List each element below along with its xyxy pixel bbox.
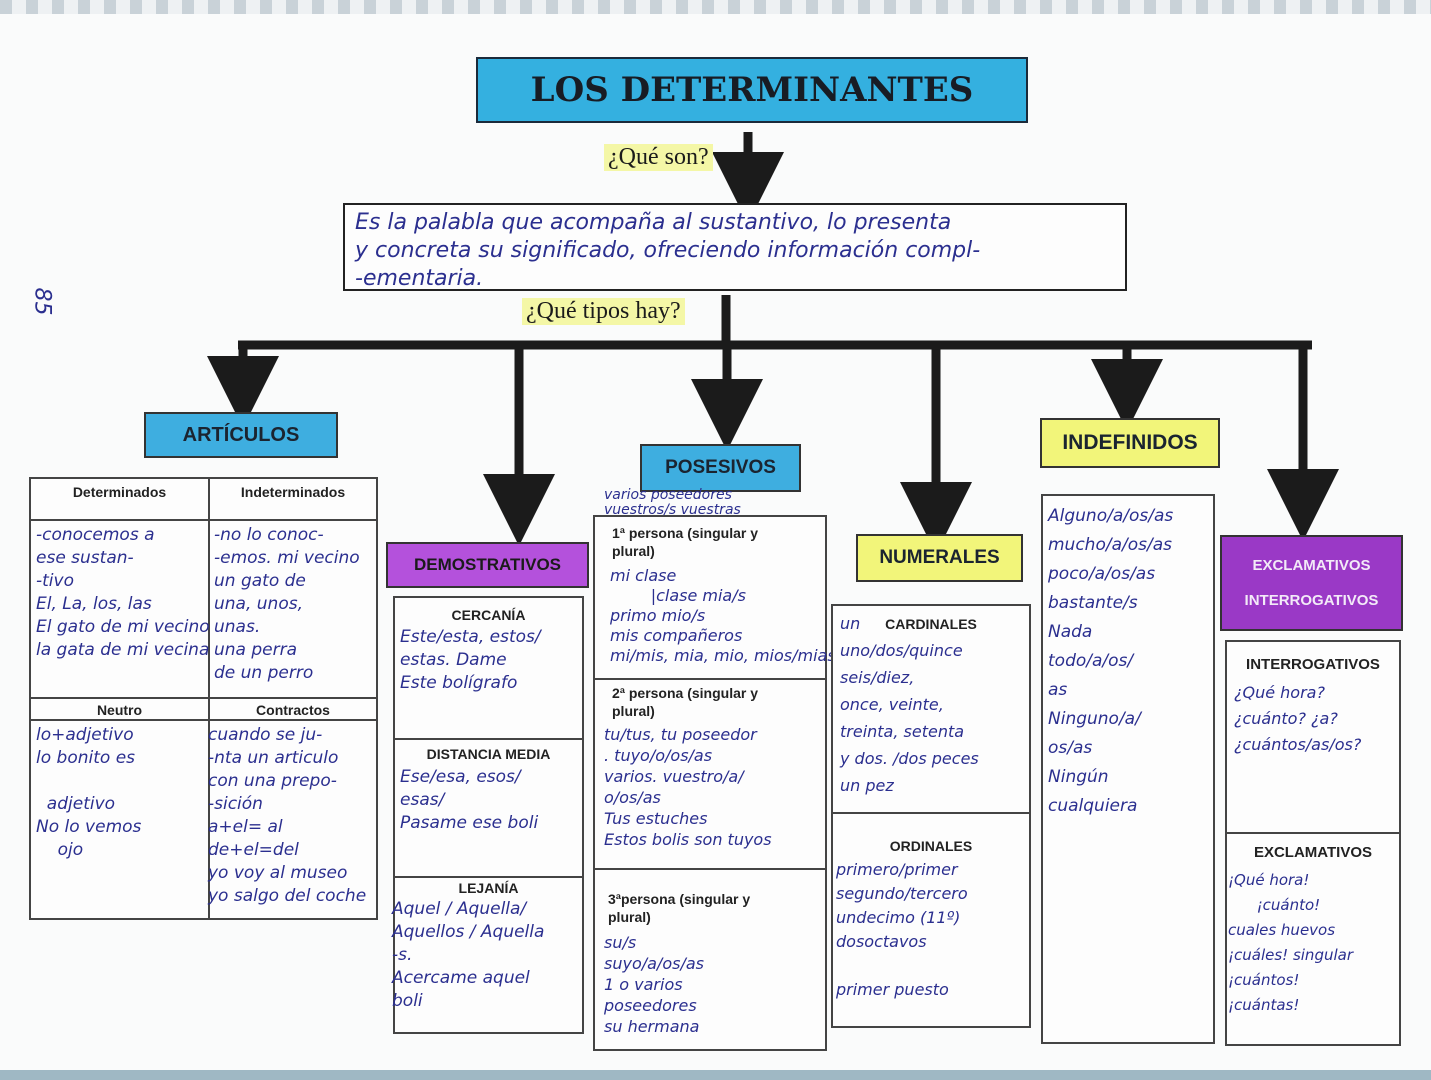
interrogativos-text: ¿Qué hora? ¿cuánto? ¿a? ¿cuántos/as/os?: [1234, 683, 1362, 754]
margin-note: 85: [29, 287, 55, 316]
definition-box: Es la palabla que acompaña al sustantivo…: [343, 203, 1127, 291]
indefinidos-table: [1041, 494, 1215, 1044]
exclamativos-title: EXCLAMATIVOS: [1253, 844, 1373, 861]
posesivos-table: [593, 515, 827, 1051]
articulos-divider-h1: [29, 519, 378, 521]
distancia-media-text: Ese/esa, esos/ esas/ Pasame ese boli: [400, 767, 539, 833]
lejania-text: Aquel / Aquella/ Aquellos / Aquella -s. …: [392, 899, 545, 1011]
notebook-spiral: [0, 0, 1431, 14]
distancia-media-title: DISTANCIA MEDIA: [426, 746, 551, 762]
page-bottom-edge: [0, 1070, 1431, 1080]
interrogativos-title: INTERROGATIVOS: [1246, 656, 1380, 673]
demostrativos-divider-1: [393, 738, 584, 740]
demostrativos-divider-2: [393, 876, 584, 878]
posesivos-note: varios poseedores vuestros/s vuestras: [604, 487, 741, 518]
posesivos-p2-title: 2ª persona (singular y plural): [612, 685, 759, 719]
ordinales-title: ORDINALES: [889, 838, 973, 854]
numerales-table: [831, 604, 1031, 1028]
posesivos-p1-text: mi clase |clase mia/s primo mio/s mis co…: [610, 566, 836, 665]
indefinidos-text: Alguno/a/os/as mucho/a/os/as poco/a/os/a…: [1048, 506, 1174, 816]
exclamativos-text: ¡Qué hora! ¡cuánto! cuales huevos ¡cuále…: [1228, 871, 1353, 1014]
excl-label-text: EXCLAMATIVOS: [1252, 557, 1371, 574]
articulos-label: ARTÍCULOS: [144, 412, 338, 458]
posesivos-divider-1: [593, 678, 827, 680]
posesivos-p1-title: 1ª persona (singular y plural): [612, 525, 759, 559]
ordinales-text: primero/primer segundo/tercero undecimo …: [836, 860, 968, 999]
contractos-text: cuando se ju- -nta un articulo con una p…: [208, 725, 367, 906]
cardinales-title: CARDINALES: [885, 616, 977, 632]
excl-interr-table: [1225, 640, 1401, 1046]
numerales-label: NUMERALES: [856, 534, 1023, 582]
cardinales-text: un uno/dos/quince seis/diez, once, veint…: [840, 614, 979, 795]
numerales-divider: [831, 812, 1031, 814]
indefinidos-label: INDEFINIDOS: [1040, 418, 1220, 468]
demostrativos-label: DEMOSTRATIVOS: [386, 542, 589, 588]
question-types: ¿Qué tipos hay?: [522, 298, 685, 325]
contractos-header: Contractos: [256, 702, 330, 718]
definition-text: Es la palabla que acompaña al sustantivo…: [355, 210, 981, 291]
posesivos-divider-2: [593, 868, 827, 870]
posesivos-label-text: POSESIVOS: [665, 457, 776, 478]
interr-label-text: INTERROGATIVOS: [1244, 592, 1379, 609]
posesivos-p2-text: tu/tus, tu poseedor . tuyo/o/os/as vario…: [604, 725, 772, 849]
articulos-label-text: ARTÍCULOS: [182, 423, 300, 446]
numerales-label-text: NUMERALES: [879, 547, 1000, 568]
indefinidos-label-text: INDEFINIDOS: [1062, 431, 1198, 454]
articulos-divider-h2: [29, 697, 378, 699]
page-title: LOS DETERMINANTES: [530, 70, 974, 110]
excl-interr-divider: [1225, 832, 1401, 834]
neutro-header: Neutro: [96, 702, 143, 718]
question-what: ¿Qué son?: [604, 144, 713, 171]
neutro-text: lo+adjetivo lo bonito es adjetivo No lo …: [36, 725, 142, 860]
cercania-text: Este/esta, estos/ estas. Dame Este bolíg…: [400, 627, 541, 693]
posesivos-label: POSESIVOS: [640, 444, 801, 492]
indeterminados-header: Indeterminados: [240, 484, 346, 500]
cercania-title: CERCANÍA: [451, 607, 526, 623]
lejania-title: LEJANÍA: [458, 880, 519, 896]
determinados-header: Determinados: [72, 484, 167, 500]
posesivos-p3-text: su/s suyo/a/os/as 1 o varios poseedores …: [604, 933, 704, 1036]
excl-interr-label: EXCLAMATIVOS INTERROGATIVOS: [1220, 535, 1403, 631]
demostrativos-table: [393, 596, 584, 1034]
demostrativos-label-text: DEMOSTRATIVOS: [413, 555, 562, 574]
articulos-divider-h3: [29, 719, 378, 721]
title-box: LOS DETERMINANTES: [476, 57, 1028, 123]
indeterminados-text: -no lo conoc- -emos. mi vecino un gato d…: [214, 525, 360, 683]
posesivos-p3-title: 3ªpersona (singular y plural): [608, 891, 751, 925]
determinados-text: -conocemos a ese sustan- -tivo El, La, l…: [36, 525, 210, 660]
